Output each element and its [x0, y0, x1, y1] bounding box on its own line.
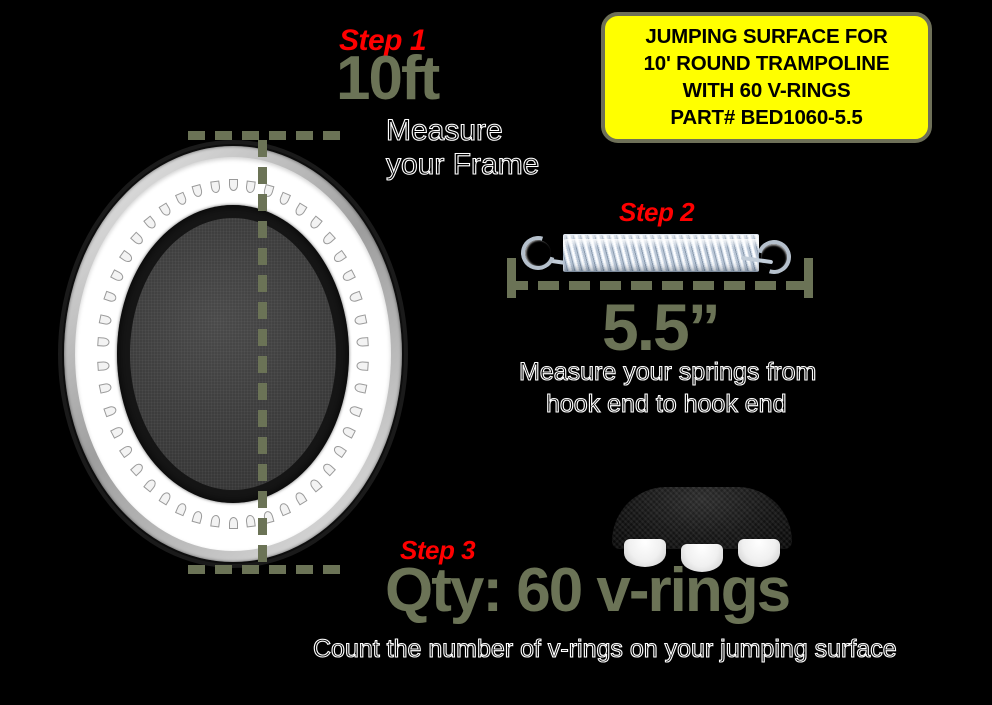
v-ring-tab: [228, 517, 238, 529]
banner-line-2: 10' ROUND TRAMPOLINE: [643, 51, 890, 75]
spring-image: [505, 228, 815, 290]
spring-bracket-left-cap: [507, 258, 516, 298]
banner-line-4: PART# BED1060-5.5: [670, 106, 863, 130]
v-ring-tab: [210, 514, 221, 528]
product-title-banner: JUMPING SURFACE FOR 10' ROUND TRAMPOLINE…: [601, 12, 932, 143]
v-ring-tab: [228, 179, 238, 191]
v-ring-tab: [624, 539, 666, 567]
step-2-caption-line-2: hook end to hook end: [545, 389, 787, 418]
v-ring-tab: [681, 544, 723, 572]
step-3-label: Step 3: [400, 535, 476, 565]
v-ring-tab: [210, 180, 221, 194]
step-1-value: 10ft: [336, 44, 440, 113]
spring-left-hook: [515, 230, 561, 276]
trampoline-frame-ring: [64, 146, 402, 562]
v-ring-mat-edge: [612, 487, 792, 549]
v-ring-tab: [97, 360, 110, 371]
v-ring-tab: [738, 539, 780, 567]
step-1-caption-line-1: Measure: [385, 113, 503, 147]
step-3-value: Qty: 60 v-rings: [385, 556, 791, 625]
step-3-caption: Count the number of v-rings on your jump…: [312, 634, 897, 663]
step-2-value: 5.5”: [602, 290, 721, 364]
banner-line-1: JUMPING SURFACE FOR: [645, 24, 888, 48]
banner-line-3: WITH 60 V-RINGS: [682, 79, 851, 102]
frame-measure-bottom-dash: [188, 565, 340, 574]
step-1-label: Step 1: [339, 24, 427, 57]
trampoline-illustration: [58, 140, 408, 568]
trampoline-outer-edge: [58, 140, 408, 568]
step-1-caption-line-2: your Frame: [385, 147, 540, 181]
trampoline-mat-band: [117, 205, 349, 503]
spring-bracket-dash: [507, 281, 813, 290]
trampoline-frame-inner-white: [75, 157, 391, 551]
spring-bracket-right-cap: [804, 258, 813, 298]
v-ring-tab: [356, 337, 369, 348]
frame-measure-vertical-dash: [258, 140, 267, 567]
v-ring-tab: [356, 360, 369, 371]
v-ring-closeup-image: [612, 487, 792, 572]
trampoline-jumping-mat: [130, 218, 336, 490]
frame-measure-top-dash: [188, 131, 340, 140]
step-2-label: Step 2: [619, 197, 695, 227]
step-2-caption-line-1: Measure your springs from: [518, 357, 817, 386]
spring-coil-highlight: [563, 239, 759, 248]
